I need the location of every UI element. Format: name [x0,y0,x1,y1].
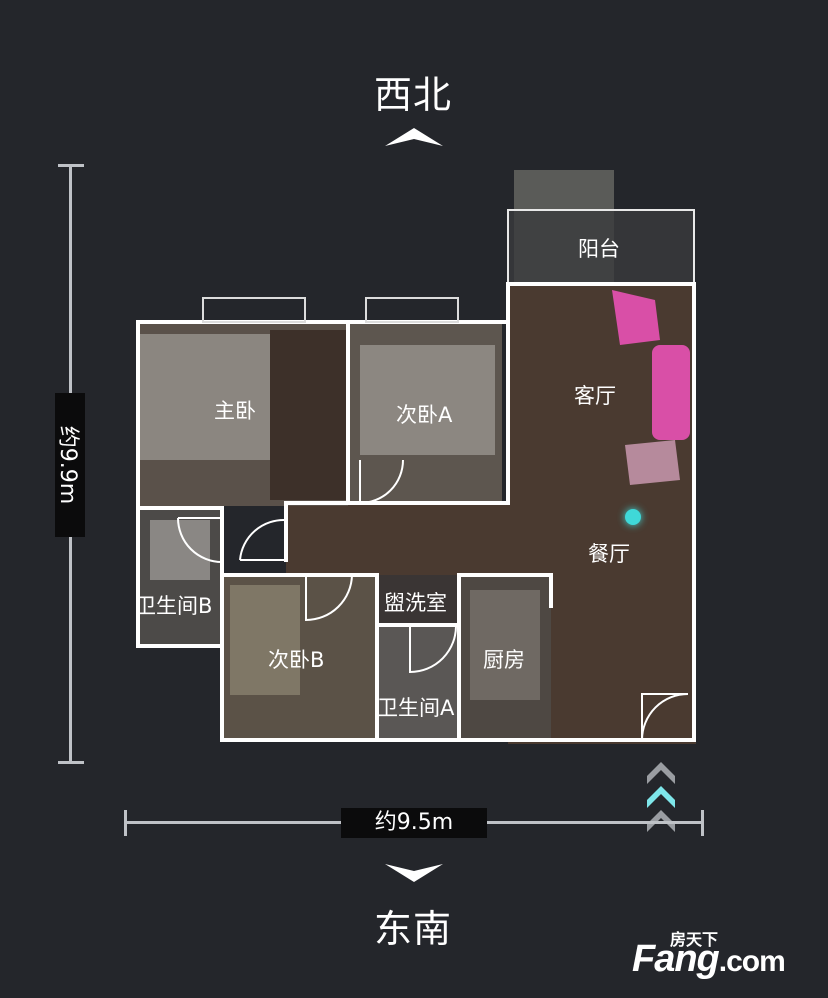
washroom-floor [377,575,459,625]
bathroom-a-floor [377,625,459,740]
room-label-living-room: 客厅 [574,384,616,408]
room-label-master-bedroom: 主卧 [214,399,256,423]
room-label-balcony: 阳台 [578,237,620,261]
location-dot-icon [625,509,641,525]
logo-top-text: 房天下 [670,932,719,949]
compass-north-label: 西北 [374,73,453,117]
height-dimension-label: 约9.9m [55,393,85,537]
compass-south-label: 东南 [374,907,453,951]
room-label-bathroom-b: 卫生间B [135,594,213,618]
room-label-washroom: 盥洗室 [384,591,447,615]
fang-logo: 房天下 Fang.com [632,926,812,986]
corridor-floor [286,503,516,575]
room-label-bathroom-a: 卫生间A [377,696,455,720]
room-label-bedroom-a: 次卧A [396,403,453,427]
room-label-dining-room: 餐厅 [588,542,630,566]
chevron-up-icon [385,128,443,146]
chevron-down-icon [385,864,443,882]
room-label-kitchen: 厨房 [483,648,525,672]
room-label-bedroom-b: 次卧B [268,648,325,672]
width-dimension-label: 约9.5m [341,808,487,838]
logo-main-text: Fang.com [632,938,786,980]
